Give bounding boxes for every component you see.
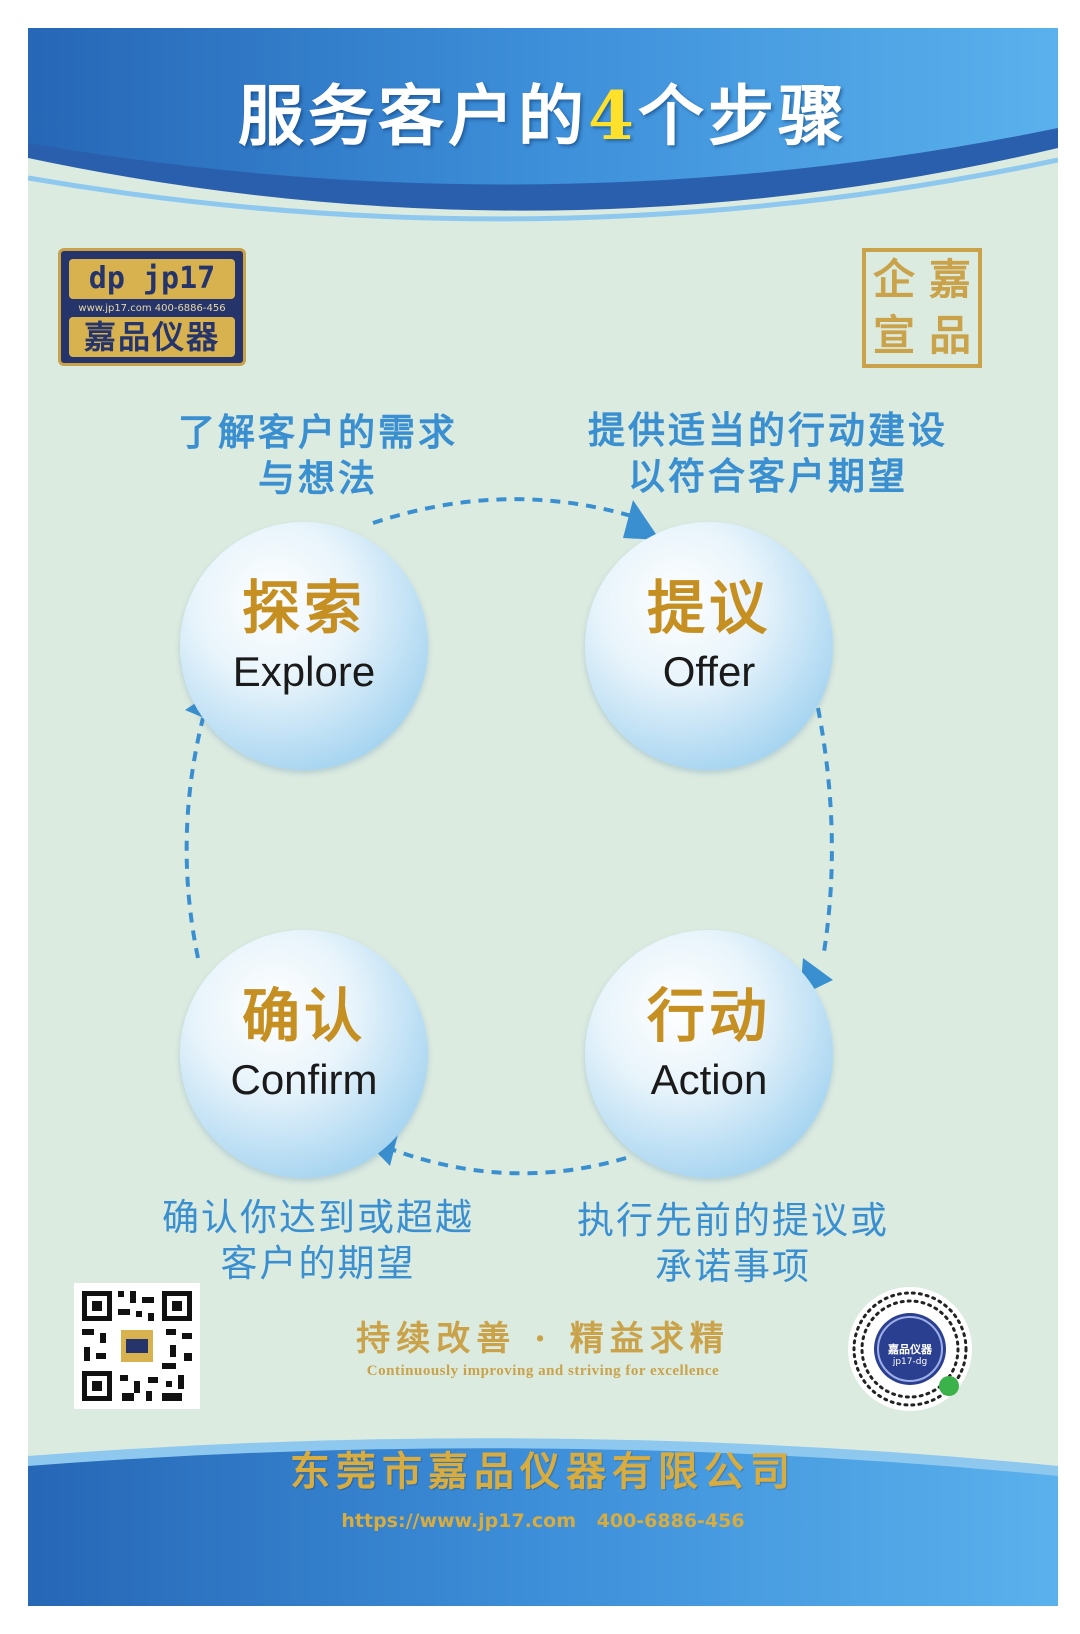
motto: 持续改善 · 精益求精 Continuously improving and s…	[28, 1318, 1058, 1382]
step-subtitle: Explore	[232, 648, 376, 695]
poster: 服务客户的4个步骤 dp jp17 www.jp17.com 400-6886-…	[28, 28, 1058, 1606]
mini-program-badge	[848, 1287, 972, 1411]
step-subtitle: Offer	[662, 648, 756, 695]
title-highlight-number: 4	[588, 77, 638, 155]
arrow-offer-to-action	[816, 707, 834, 959]
logo-brand: dp jp17	[69, 259, 235, 299]
step-explore: 探索 Explore	[180, 522, 428, 770]
stamp-char: 品	[928, 311, 971, 360]
stamp-char: 嘉	[928, 255, 971, 304]
website-link[interactable]: https://www.jp17.com	[341, 1510, 576, 1532]
qr-code	[74, 1283, 200, 1409]
logo-url: www.jp17.com 400-6886-456	[78, 303, 226, 314]
arrow-confirm-to-explore	[184, 717, 205, 959]
page-title: 服务客户的4个步骤	[238, 77, 848, 155]
step-offer: 提议 Offer	[585, 522, 833, 770]
seal-stamp: 企 嘉 宣 品	[862, 248, 982, 368]
logo-name: 嘉品仪器	[69, 317, 235, 357]
motto-chinese: 持续改善 · 精益求精	[356, 1319, 730, 1359]
mini-program-label: 嘉品仪器	[888, 1343, 932, 1356]
stamp-char: 宣	[872, 311, 915, 360]
step-title: 行动	[646, 982, 771, 1050]
caption-offer: 提供适当的行动建设 以符合客户期望	[588, 409, 948, 498]
phone-number: 400-6886-456	[596, 1510, 745, 1532]
stamp-char: 企	[872, 255, 915, 304]
step-title: 确认	[241, 982, 366, 1050]
header-banner	[28, 28, 1058, 222]
company-logo: dp jp17 www.jp17.com 400-6886-456 嘉品仪器	[58, 248, 246, 366]
footer-banner	[28, 1438, 1058, 1606]
mini-program-code: 嘉品仪器 jp17-dg	[844, 1283, 976, 1415]
caption-explore: 了解客户的需求 与想法	[178, 411, 458, 500]
step-title: 探索	[241, 574, 366, 642]
arrow-action-to-confirm	[387, 1146, 627, 1176]
mini-program-id: jp17-dg	[892, 1357, 928, 1367]
contact-line: https://www.jp17.com 400-6886-456	[28, 1508, 1058, 1534]
arrowhead	[623, 500, 660, 540]
motto-english: Continuously improving and striving for …	[366, 1363, 720, 1379]
step-confirm: 确认 Confirm	[180, 930, 428, 1178]
step-title: 提议	[646, 574, 771, 642]
step-subtitle: Confirm	[230, 1056, 378, 1103]
company-name: 东莞市嘉品仪器有限公司	[290, 1448, 796, 1495]
arrow-explore-to-offer	[372, 497, 639, 525]
step-action: 行动 Action	[585, 930, 833, 1178]
caption-action: 执行先前的提议或 承诺事项	[577, 1199, 889, 1288]
caption-confirm: 确认你达到或超越 客户的期望	[162, 1196, 474, 1285]
step-subtitle: Action	[650, 1056, 768, 1103]
